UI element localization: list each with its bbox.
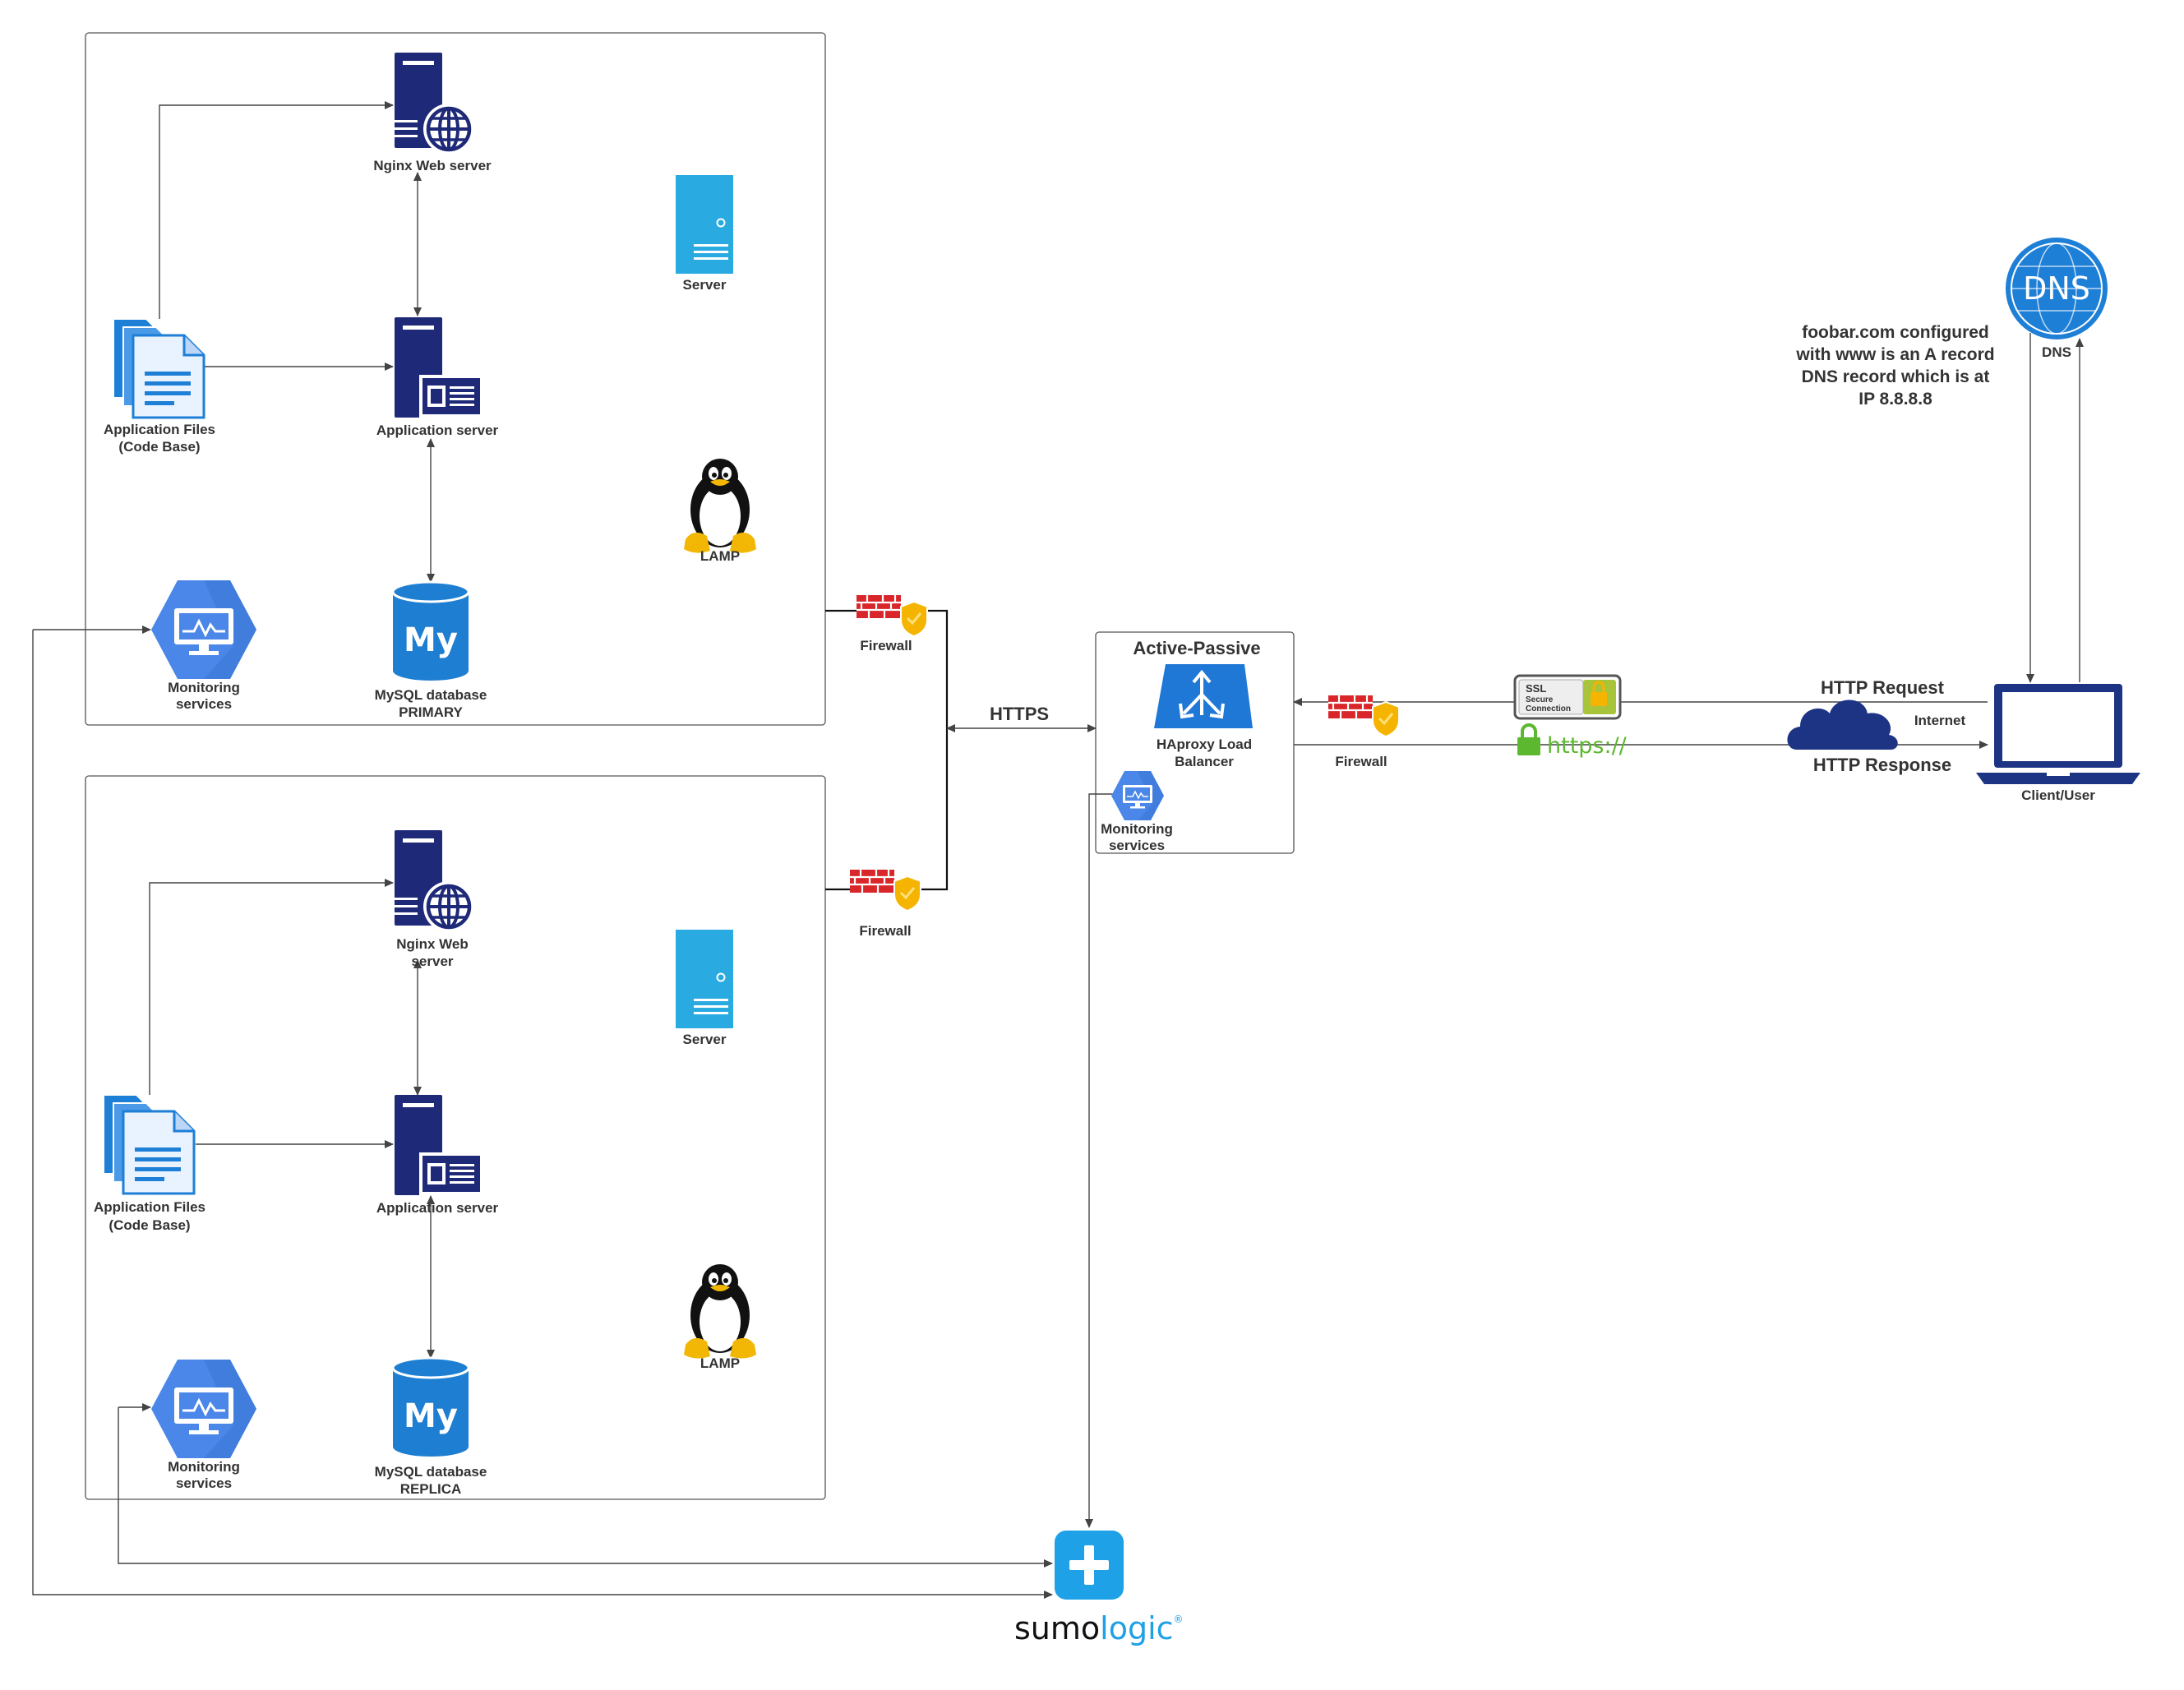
server-icon (675, 174, 734, 275)
firewall-top-label: Firewall (860, 638, 912, 653)
app-files-label-2: (Code Base) (109, 1217, 190, 1233)
cloud-icon (1787, 700, 1898, 750)
ssl-badge-line-1: SSL (1526, 682, 1546, 695)
monitoring-label-1: Monitoring (168, 680, 240, 695)
http-request-label: HTTP Request (1821, 677, 1945, 698)
mysql-label-2: REPLICA (400, 1481, 462, 1497)
sumologic-wordmark-part2: logic (1100, 1610, 1173, 1646)
https-lock-icon (1517, 723, 1540, 755)
dns-icon: DNS (2006, 238, 2108, 339)
ssl-badge-line-3: Connection (1526, 704, 1571, 713)
firewall-bottom-label: Firewall (859, 923, 911, 939)
lamp-label: LAMP (700, 548, 740, 564)
primary-connectors (159, 101, 948, 890)
dns-note-line-3: DNS record which is at (1802, 367, 1990, 386)
monitoring-icon (1110, 770, 1165, 821)
sumologic-icon (1055, 1531, 1124, 1600)
linux-tux-icon (684, 1264, 756, 1359)
app-server-label: Application server (376, 1200, 499, 1216)
app-files-label-2: (Code Base) (118, 439, 200, 455)
client-label: Client/User (2021, 787, 2095, 803)
ssl-badge-line-2: Secure (1526, 695, 1554, 704)
firewall-icon (848, 868, 922, 912)
lb-monitoring-label-2: services (1109, 838, 1165, 853)
mysql-label-1: MySQL database (375, 687, 487, 703)
https-label: HTTPS (990, 704, 1049, 724)
application-files-icon (102, 1093, 196, 1195)
firewall-lb-label: Firewall (1335, 754, 1387, 769)
dns-note-line-2: with www is an A record (1795, 345, 1994, 364)
primary-cluster-frame (85, 32, 826, 726)
server-icon (675, 929, 734, 1029)
dns-icon-text: DNS (2023, 270, 2090, 307)
mysql-label-1: MySQL database (375, 1464, 487, 1480)
client-links (1293, 333, 2084, 749)
internet-label: Internet (1914, 713, 1966, 728)
sumologic-wordmark: sumologic® (1014, 1610, 1184, 1646)
monitoring-links (32, 626, 1118, 1599)
load-balancer-frame (1095, 631, 1295, 854)
monitoring-icon (150, 1358, 258, 1460)
mysql-icon (391, 580, 470, 682)
replica-cluster-frame (85, 775, 826, 1500)
dns-label: DNS (2042, 344, 2071, 360)
application-server-icon (395, 1095, 483, 1195)
nginx-label-1: Nginx Web (396, 936, 469, 952)
active-passive-title: Active-Passive (1133, 638, 1260, 658)
monitoring-label-2: services (176, 1475, 232, 1491)
monitoring-label-1: Monitoring (168, 1459, 240, 1475)
haproxy-label-1: HAproxy Load (1157, 736, 1252, 752)
server-label: Server (683, 277, 727, 293)
ssl-certificate-badge: SSL Secure Connection (1513, 674, 1622, 720)
server-label: Server (683, 1032, 727, 1047)
app-files-label-1: Application Files (104, 422, 215, 437)
application-files-icon (112, 317, 205, 419)
nginx-server-icon (395, 830, 474, 932)
sumologic-wordmark-part1: sumo (1014, 1610, 1100, 1646)
https-prefix-text: https:// (1547, 733, 1628, 759)
nginx-server-icon (395, 53, 474, 155)
dns-note-line-4: IP 8.8.8.8 (1858, 390, 1932, 409)
monitoring-label-2: services (176, 696, 232, 712)
lb-monitoring-label-1: Monitoring (1101, 821, 1173, 837)
nginx-label-2: server (411, 954, 453, 969)
monitoring-icon (150, 579, 258, 681)
app-server-label: Application server (376, 422, 499, 438)
dns-note-line-1: foobar.com configured (1802, 323, 1989, 342)
mysql-icon (391, 1356, 470, 1458)
replica-connectors (149, 879, 435, 1359)
lamp-label: LAMP (700, 1355, 740, 1371)
linux-tux-icon (684, 459, 756, 553)
http-response-label: HTTP Response (1813, 755, 1951, 775)
haproxy-label-2: Balancer (1175, 754, 1234, 769)
application-server-icon (395, 317, 483, 418)
app-files-label-1: Application Files (94, 1199, 205, 1215)
mysql-label-2: PRIMARY (399, 704, 463, 720)
nginx-label: Nginx Web server (373, 158, 492, 173)
laptop-icon (1976, 684, 2140, 784)
firewall-icon (855, 593, 929, 638)
haproxy-icon (1154, 664, 1253, 728)
sumologic-wordmark-reg: ® (1174, 1614, 1184, 1625)
